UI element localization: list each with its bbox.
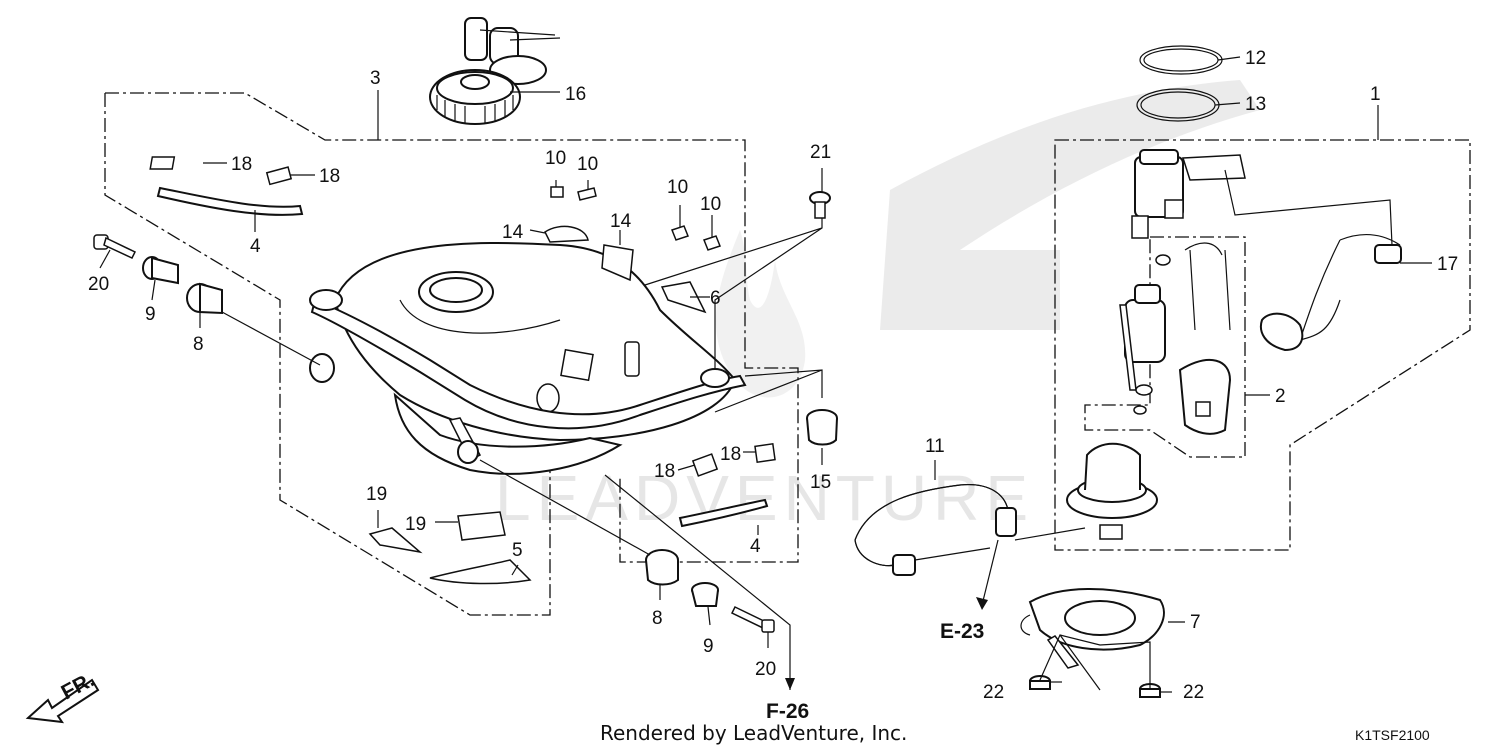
- arrow-down-icon: [976, 597, 988, 610]
- callout-6[interactable]: 6: [710, 288, 721, 309]
- clips-top: [149, 156, 293, 186]
- strip-lower: [678, 498, 769, 528]
- callout-10-c[interactable]: 10: [667, 177, 688, 198]
- callout-19-a[interactable]: 19: [366, 484, 387, 505]
- callout-18-a[interactable]: 18: [231, 154, 252, 175]
- callout-16[interactable]: 16: [565, 84, 586, 105]
- fuel-cap[interactable]: [429, 17, 561, 125]
- collar-right: [691, 582, 719, 607]
- callout-11[interactable]: 11: [925, 436, 945, 457]
- callout-4-lower[interactable]: 4: [750, 536, 761, 557]
- callout-10-a[interactable]: 10: [545, 148, 566, 169]
- callout-8-right[interactable]: 8: [652, 608, 663, 629]
- callout-22-right[interactable]: 22: [1183, 682, 1204, 703]
- callout-1[interactable]: 1: [1370, 84, 1381, 105]
- group-outlines: [104, 92, 1471, 616]
- callout-18-c[interactable]: 18: [720, 444, 741, 465]
- bolt-right: [730, 606, 775, 633]
- screw: [809, 191, 831, 219]
- fuel-level-sensor: [1260, 233, 1402, 352]
- arrow-down-icon: [785, 678, 795, 690]
- callout-9-left[interactable]: 9: [145, 304, 156, 325]
- callout-14-b[interactable]: 14: [610, 211, 632, 232]
- callout-18-b[interactable]: 18: [319, 166, 340, 187]
- pump-top-housing: [1131, 149, 1246, 239]
- pump-group-outline: [1054, 139, 1471, 551]
- callout-17[interactable]: 17: [1437, 254, 1458, 275]
- callout-2[interactable]: 2: [1275, 386, 1286, 407]
- nut-left: [1029, 675, 1051, 690]
- rubber-mount-right: [645, 549, 679, 586]
- callout-4-top[interactable]: 4: [250, 236, 261, 257]
- pump-subgroup-outline: [1084, 236, 1246, 458]
- bolt-left: [93, 234, 137, 259]
- watermark-flame-icon: [715, 230, 806, 398]
- grommet: [806, 409, 838, 446]
- pump-base: [1066, 442, 1158, 540]
- fuel-hose: [854, 483, 1017, 576]
- callout-5[interactable]: 5: [512, 540, 523, 561]
- left-bracket-outline: [104, 93, 551, 616]
- strip-top: [156, 186, 304, 216]
- callout-18-d[interactable]: 18: [654, 461, 675, 482]
- callout-22-left[interactable]: 22: [983, 682, 1004, 703]
- callout-10-d[interactable]: 10: [700, 194, 721, 215]
- callout-labels: 12 13 1 17 2 7 22 22 11 3 16 18 18 4 20 …: [88, 48, 1458, 703]
- fuel-tank[interactable]: [309, 242, 747, 475]
- lower-stickers: [368, 511, 532, 585]
- reference-arrows: [25, 597, 988, 724]
- callout-7[interactable]: 7: [1190, 612, 1201, 633]
- rubber-mount-left: [186, 282, 223, 315]
- stickers: [544, 186, 721, 314]
- callout-15[interactable]: 15: [810, 472, 831, 493]
- reference-e23[interactable]: E-23: [940, 620, 984, 643]
- front-arrow-icon: [25, 678, 100, 724]
- leader-lines: [99, 56, 1432, 693]
- callout-10-b[interactable]: 10: [577, 154, 598, 175]
- watermark: LEADVENTURE: [495, 80, 1260, 534]
- watermark-text: LEADVENTURE: [495, 462, 1034, 534]
- diagram-code: K1TSF2100: [1355, 727, 1430, 743]
- callout-19-b[interactable]: 19: [405, 514, 426, 535]
- setting-plate: [1020, 588, 1165, 669]
- callout-9-right[interactable]: 9: [703, 636, 714, 657]
- pump-internals: [1119, 242, 1232, 435]
- footer-credit: Rendered by LeadVenture, Inc.: [600, 721, 907, 745]
- callout-20-right[interactable]: 20: [755, 659, 776, 680]
- reference-f26[interactable]: F-26: [766, 700, 809, 723]
- callout-12[interactable]: 12: [1245, 48, 1266, 69]
- callout-14-a[interactable]: 14: [502, 222, 524, 243]
- collar-left: [142, 256, 179, 285]
- callout-20-left[interactable]: 20: [88, 274, 109, 295]
- tank-group-outline: [105, 92, 799, 563]
- callout-3[interactable]: 3: [370, 68, 381, 89]
- callout-8-left[interactable]: 8: [193, 334, 204, 355]
- honda-wing-watermark: [880, 80, 1260, 330]
- callout-21[interactable]: 21: [810, 142, 831, 163]
- clips-lower: [691, 442, 776, 477]
- callout-13[interactable]: 13: [1245, 94, 1266, 115]
